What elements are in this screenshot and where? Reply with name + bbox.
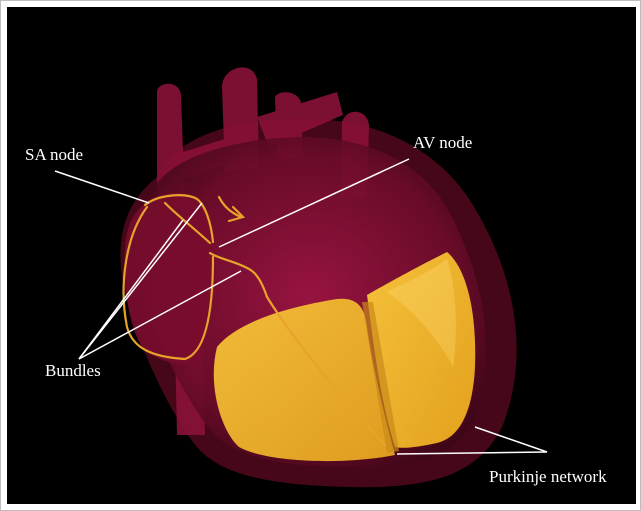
heart-diagram: [7, 7, 636, 504]
bundles-label: Bundles: [45, 361, 101, 381]
right-atrium: [125, 193, 216, 364]
purkinje-network-label: Purkinje network: [489, 467, 607, 487]
sa-node-label: SA node: [25, 145, 83, 165]
sa-node-pointer: [55, 171, 149, 203]
heart-illustration: SA node AV node Bundles Purkinje network: [7, 7, 636, 504]
av-node-label: AV node: [413, 133, 472, 153]
